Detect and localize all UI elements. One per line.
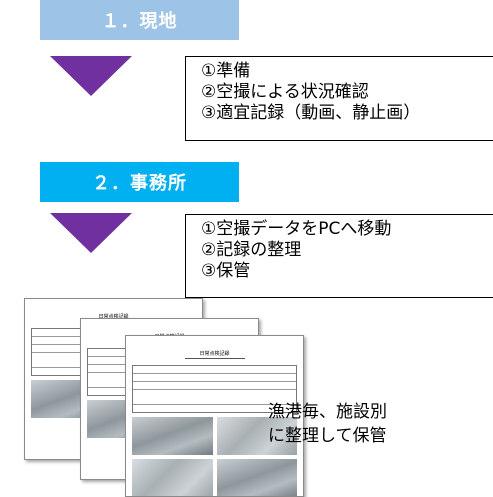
step2-header: ２．事務所 bbox=[40, 162, 239, 202]
step1-box: ①準備 ②空撮による状況確認 ③適宜記録（動画、静止画） bbox=[185, 56, 493, 141]
down-arrow-icon bbox=[50, 56, 132, 96]
step2-item: ③保管 bbox=[201, 261, 251, 281]
step1-item: ③適宜記録（動画、静止画） bbox=[201, 103, 421, 123]
document-photos bbox=[132, 459, 297, 496]
down-arrow-icon bbox=[50, 213, 132, 253]
step1-label: １．現地 bbox=[101, 11, 178, 32]
step2-label: ２．事務所 bbox=[92, 173, 187, 194]
storage-note-line: に整理して保管 bbox=[268, 426, 387, 446]
document-table bbox=[132, 365, 297, 413]
step1-header: １．現地 bbox=[40, 0, 239, 40]
step1-item: ①準備 bbox=[201, 61, 251, 81]
document-title: 日常点検記録 bbox=[184, 350, 245, 359]
step2-item: ①空撮データをPCへ移動 bbox=[201, 219, 392, 239]
step1-item: ②空撮による状況確認 bbox=[201, 82, 369, 102]
step2-box: ①空撮データをPCへ移動 ②記録の整理 ③保管 bbox=[185, 214, 493, 298]
document-photos bbox=[132, 417, 297, 455]
storage-note: 漁港毎、施設別 に整理して保管 bbox=[268, 400, 387, 448]
step2-item: ②記録の整理 bbox=[201, 240, 302, 260]
storage-note-line: 漁港毎、施設別 bbox=[268, 402, 387, 422]
